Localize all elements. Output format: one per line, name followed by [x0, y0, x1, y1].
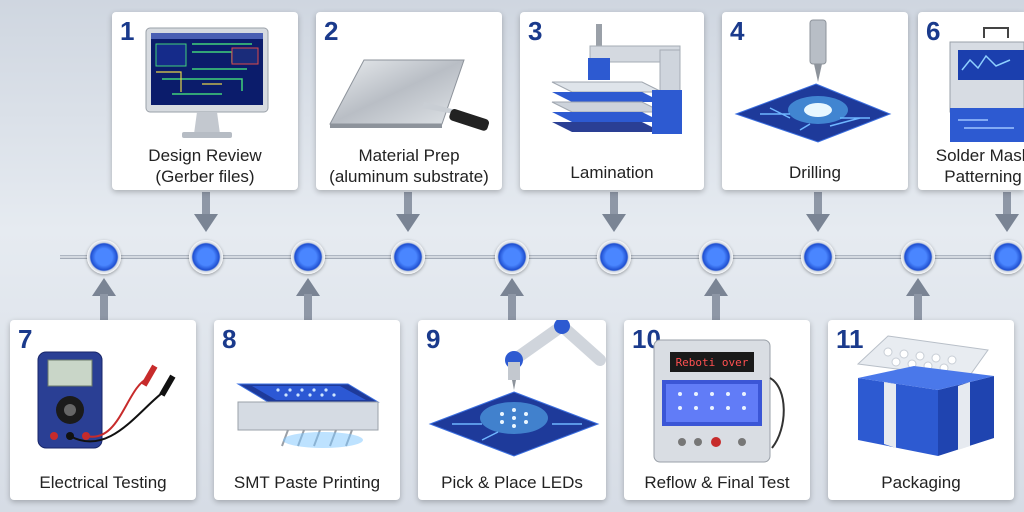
timeline-node: [87, 240, 121, 274]
step-card-drilling: 4 Drilling: [722, 12, 908, 190]
down-arrow-icon: [995, 192, 1019, 232]
down-arrow-icon: [602, 192, 626, 232]
timeline-node: [901, 240, 935, 274]
timeline-node: [801, 240, 835, 274]
down-arrow-icon: [806, 192, 830, 232]
step-number: 2: [324, 16, 339, 46]
up-arrow-icon: [92, 278, 116, 320]
step-card-reflow: 10 Reboti over Reflow & Final Test: [624, 320, 810, 500]
step-card-solder-mask: 6 Solder Mask Patterning: [918, 12, 1024, 190]
step-label: Design Review (Gerber files): [148, 146, 262, 186]
step-card-pick-place: 9 Pick & Place LEDs: [418, 320, 606, 500]
step-card-electrical-testing: 7 Electrical Testing: [10, 320, 196, 500]
step-card-design-review: 1 Design Review (Gerber files): [112, 12, 298, 190]
box-icon: [856, 335, 994, 456]
step-label: Solder Mask Patterning: [935, 146, 1024, 186]
step-number: 8: [222, 324, 237, 354]
timeline-node: [391, 240, 425, 274]
step-number: 1: [120, 16, 135, 46]
drill-icon: [734, 19, 892, 143]
step-card-smt-paste: 8 SMT Paste Printing: [214, 320, 400, 500]
reflow-oven-icon: Reboti over: [652, 338, 792, 466]
up-arrow-icon: [906, 278, 930, 320]
monitor-icon: [145, 27, 269, 138]
timeline-node: [291, 240, 325, 274]
up-arrow-icon: [500, 278, 524, 320]
robot-arm-icon: [428, 320, 606, 457]
up-arrow-icon: [704, 278, 728, 320]
step-number: 4: [730, 16, 745, 46]
timeline-node: [597, 240, 631, 274]
oven-display-text: Reboti over: [675, 356, 749, 369]
step-number: 7: [18, 324, 33, 354]
step-label: Material Prep (aluminum substrate): [329, 146, 489, 186]
step-card-lamination: 3 Lamination: [520, 12, 704, 190]
timeline-line: [60, 255, 1024, 259]
timeline-node: [991, 240, 1024, 274]
step-number: 9: [426, 324, 441, 354]
step-number: 11: [836, 324, 864, 354]
press-icon: [551, 24, 682, 134]
step-number: 3: [528, 16, 543, 46]
step-label: Electrical Testing: [39, 473, 167, 492]
step-label: Pick & Place LEDs: [441, 473, 583, 492]
step-label: Lamination: [570, 163, 654, 182]
step-number: 6: [926, 16, 941, 46]
timeline-node: [495, 240, 529, 274]
step-card-material-prep: 2 Material Prep (aluminum substrate): [316, 12, 502, 190]
down-arrow-icon: [194, 192, 218, 232]
multimeter-icon: [37, 351, 176, 449]
aluminum-plate-icon: [329, 59, 490, 131]
step-label: Packaging: [881, 473, 961, 492]
down-arrow-icon: [396, 192, 420, 232]
timeline-node: [189, 240, 223, 274]
step-label: Drilling: [789, 163, 841, 182]
step-label: SMT Paste Printing: [233, 473, 381, 492]
timeline-node: [699, 240, 733, 274]
step-label: Reflow & Final Test: [644, 473, 790, 492]
up-arrow-icon: [296, 278, 320, 320]
stencil-printer-icon: [236, 383, 380, 448]
printer-machine-icon: [949, 27, 1024, 142]
step-card-packaging: 11 Packaging: [828, 320, 1014, 500]
